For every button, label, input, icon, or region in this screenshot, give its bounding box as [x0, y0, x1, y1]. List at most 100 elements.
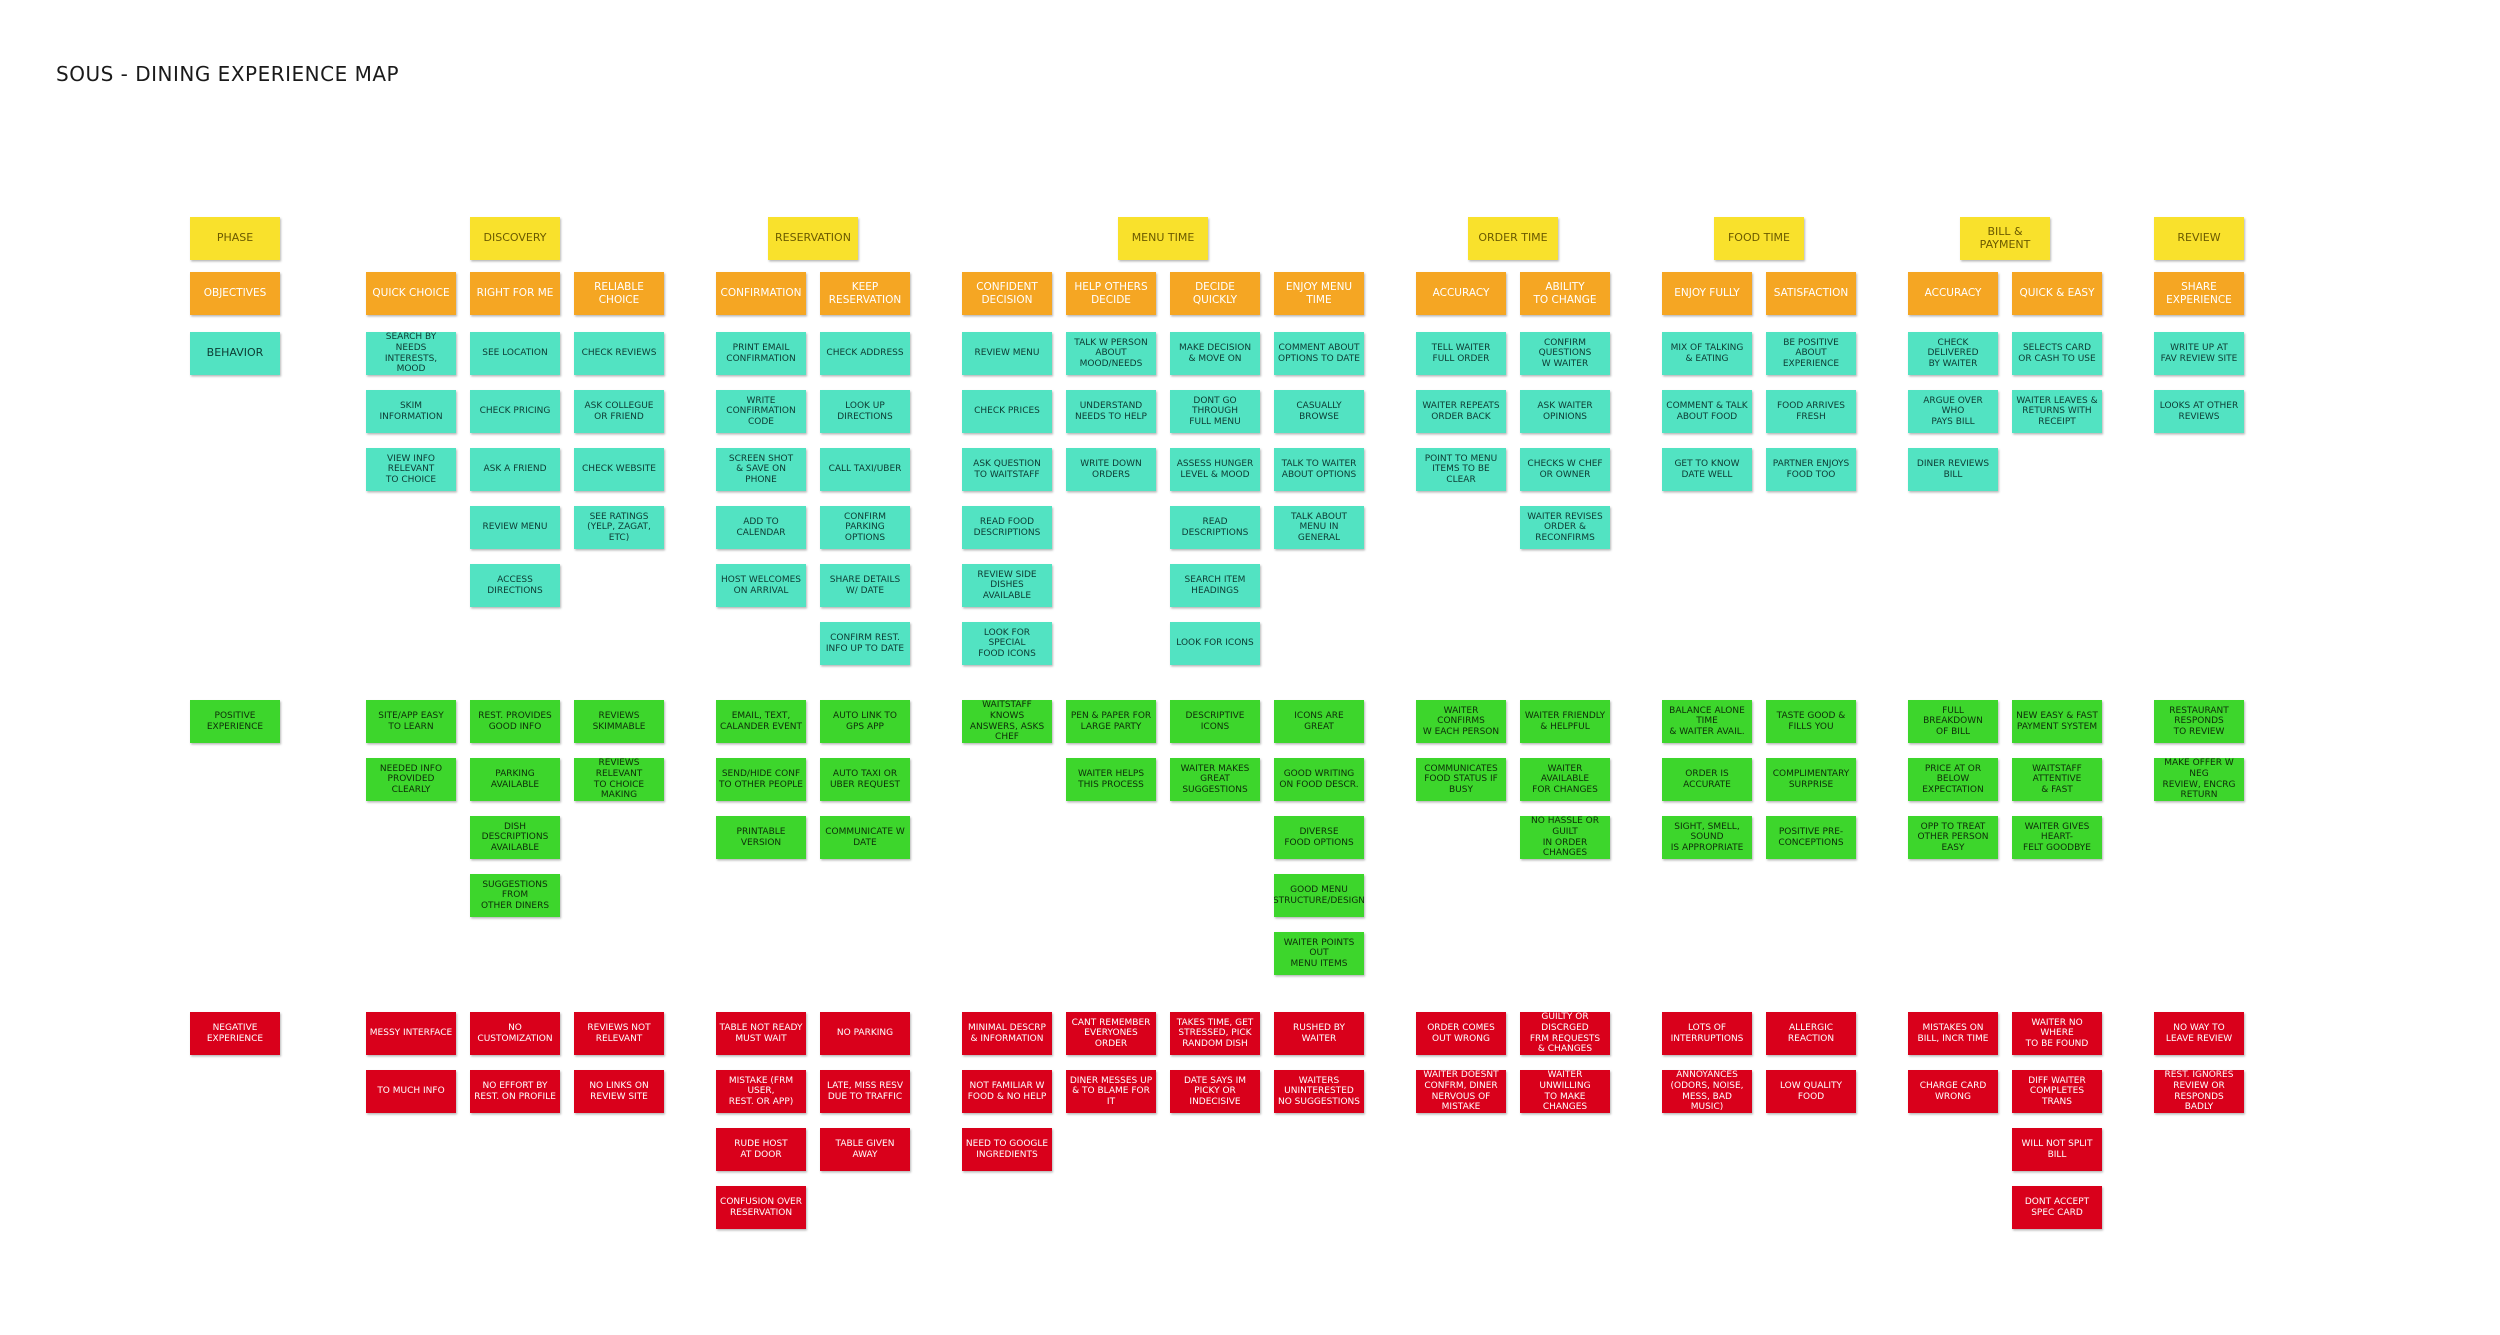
behavior-note[interactable]: ASK COLLEGUE OR FRIEND [574, 390, 664, 433]
behavior-note[interactable]: WAITER REVISES ORDER & RECONFIRMS [1520, 506, 1610, 549]
positive-experience-note[interactable]: WAITER HELPS THIS PROCESS [1066, 758, 1156, 801]
behavior-note[interactable]: MAKE DECISION & MOVE ON [1170, 332, 1260, 375]
negative-experience-note[interactable]: TABLE NOT READY MUST WAIT [716, 1012, 806, 1055]
objective-note[interactable]: ENJOY FULLY [1662, 272, 1752, 315]
positive-experience-note[interactable]: REST. PROVIDES GOOD INFO [470, 700, 560, 743]
row-label-behavior[interactable]: BEHAVIOR [190, 332, 280, 375]
negative-experience-note[interactable]: DINER MESSES UP & TO BLAME FOR IT [1066, 1070, 1156, 1113]
behavior-note[interactable]: WRITE UP AT FAV REVIEW SITE [2154, 332, 2244, 375]
negative-experience-note[interactable]: LOW QUALITY FOOD [1766, 1070, 1856, 1113]
phase-note[interactable]: FOOD TIME [1714, 217, 1804, 260]
negative-experience-note[interactable]: NO EFFORT BY REST. ON PROFILE [470, 1070, 560, 1113]
negative-experience-note[interactable]: MISTAKE (FRM USER, REST. OR APP) [716, 1070, 806, 1113]
behavior-note[interactable]: ACCESS DIRECTIONS [470, 564, 560, 607]
negative-experience-note[interactable]: TABLE GIVEN AWAY [820, 1128, 910, 1171]
behavior-note[interactable]: SEE LOCATION [470, 332, 560, 375]
negative-experience-note[interactable]: DIFF WAITER COMPLETES TRANS [2012, 1070, 2102, 1113]
behavior-note[interactable]: SHARE DETAILS W/ DATE [820, 564, 910, 607]
row-label-negative-experience[interactable]: NEGATIVE EXPERIENCE [190, 1012, 280, 1055]
objective-note[interactable]: DECIDE QUICKLY [1170, 272, 1260, 315]
negative-experience-note[interactable]: TAKES TIME, GET STRESSED, PICK RANDOM DI… [1170, 1012, 1260, 1055]
positive-experience-note[interactable]: COMMUNICATE W DATE [820, 816, 910, 859]
behavior-note[interactable]: POINT TO MENU ITEMS TO BE CLEAR [1416, 448, 1506, 491]
positive-experience-note[interactable]: WAITSTAFF ATTENTIVE & FAST [2012, 758, 2102, 801]
positive-experience-note[interactable]: SEND/HIDE CONF TO OTHER PEOPLE [716, 758, 806, 801]
behavior-note[interactable]: WAITER REPEATS ORDER BACK [1416, 390, 1506, 433]
behavior-note[interactable]: VIEW INFO RELEVANT TO CHOICE [366, 448, 456, 491]
positive-experience-note[interactable]: PRINTABLE VERSION [716, 816, 806, 859]
behavior-note[interactable]: SCREEN SHOT & SAVE ON PHONE [716, 448, 806, 491]
objective-note[interactable]: QUICK CHOICE [366, 272, 456, 315]
behavior-note[interactable]: WRITE CONFIRMATION CODE [716, 390, 806, 433]
negative-experience-note[interactable]: ANNOYANCES (ODORS, NOISE, MESS, BAD MUSI… [1662, 1070, 1752, 1113]
row-label-phase[interactable]: PHASE [190, 217, 280, 260]
negative-experience-note[interactable]: ALLERGIC REACTION [1766, 1012, 1856, 1055]
phase-note[interactable]: REVIEW [2154, 217, 2244, 260]
behavior-note[interactable]: LOOK UP DIRECTIONS [820, 390, 910, 433]
positive-experience-note[interactable]: REVIEWS RELEVANT TO CHOICE MAKING [574, 758, 664, 801]
positive-experience-note[interactable]: ORDER IS ACCURATE [1662, 758, 1752, 801]
negative-experience-note[interactable]: GUILTY OR DISCRGED FRM REQUESTS & CHANGE… [1520, 1012, 1610, 1055]
negative-experience-note[interactable]: LATE, MISS RESV DUE TO TRAFFIC [820, 1070, 910, 1113]
negative-experience-note[interactable]: NO PARKING [820, 1012, 910, 1055]
positive-experience-note[interactable]: COMPLIMENTARY SURPRISE [1766, 758, 1856, 801]
behavior-note[interactable]: CHECK PRICES [962, 390, 1052, 433]
behavior-note[interactable]: CONFIRM PARKING OPTIONS [820, 506, 910, 549]
positive-experience-note[interactable]: TASTE GOOD & FILLS YOU [1766, 700, 1856, 743]
behavior-note[interactable]: CHECK DELIVERED BY WAITER [1908, 332, 1998, 375]
behavior-note[interactable]: PRINT EMAIL CONFIRMATION [716, 332, 806, 375]
objective-note[interactable]: HELP OTHERS DECIDE [1066, 272, 1156, 315]
positive-experience-note[interactable]: POSITIVE PRE- CONCEPTIONS [1766, 816, 1856, 859]
behavior-note[interactable]: DONT GO THROUGH FULL MENU [1170, 390, 1260, 433]
behavior-note[interactable]: BE POSITIVE ABOUT EXPERIENCE [1766, 332, 1856, 375]
negative-experience-note[interactable]: CONFUSION OVER RESERVATION [716, 1186, 806, 1229]
behavior-note[interactable]: READ DESCRIPTIONS [1170, 506, 1260, 549]
behavior-note[interactable]: TELL WAITER FULL ORDER [1416, 332, 1506, 375]
objective-note[interactable]: ENJOY MENU TIME [1274, 272, 1364, 315]
behavior-note[interactable]: PARTNER ENJOYS FOOD TOO [1766, 448, 1856, 491]
positive-experience-note[interactable]: EMAIL, TEXT, CALANDER EVENT [716, 700, 806, 743]
positive-experience-note[interactable]: PEN & PAPER FOR LARGE PARTY [1066, 700, 1156, 743]
behavior-note[interactable]: CONFIRM REST. INFO UP TO DATE [820, 622, 910, 665]
behavior-note[interactable]: ADD TO CALENDAR [716, 506, 806, 549]
behavior-note[interactable]: LOOKS AT OTHER REVIEWS [2154, 390, 2244, 433]
positive-experience-note[interactable]: NEEDED INFO PROVIDED CLEARLY [366, 758, 456, 801]
negative-experience-note[interactable]: MINIMAL DESCRP & INFORMATION [962, 1012, 1052, 1055]
phase-note[interactable]: BILL & PAYMENT [1960, 217, 2050, 260]
behavior-note[interactable]: COMMENT ABOUT OPTIONS TO DATE [1274, 332, 1364, 375]
negative-experience-note[interactable]: MISTAKES ON BILL, INCR TIME [1908, 1012, 1998, 1055]
behavior-note[interactable]: READ FOOD DESCRIPTIONS [962, 506, 1052, 549]
positive-experience-note[interactable]: WAITER CONFIRMS W EACH PERSON [1416, 700, 1506, 743]
phase-note[interactable]: ORDER TIME [1468, 217, 1558, 260]
positive-experience-note[interactable]: ICONS ARE GREAT [1274, 700, 1364, 743]
objective-note[interactable]: KEEP RESERVATION [820, 272, 910, 315]
negative-experience-note[interactable]: NO WAY TO LEAVE REVIEW [2154, 1012, 2244, 1055]
negative-experience-note[interactable]: REST. IGNORES REVIEW OR RESPONDS BADLY [2154, 1070, 2244, 1113]
negative-experience-note[interactable]: TO MUCH INFO [366, 1070, 456, 1113]
behavior-note[interactable]: UNDERSTAND NEEDS TO HELP [1066, 390, 1156, 433]
positive-experience-note[interactable]: REVIEWS SKIMMABLE [574, 700, 664, 743]
behavior-note[interactable]: WRITE DOWN ORDERS [1066, 448, 1156, 491]
objective-note[interactable]: QUICK & EASY [2012, 272, 2102, 315]
positive-experience-note[interactable]: RESTAURANT RESPONDS TO REVIEW [2154, 700, 2244, 743]
positive-experience-note[interactable]: SIGHT, SMELL, SOUND IS APPROPRIATE [1662, 816, 1752, 859]
behavior-note[interactable]: ASSESS HUNGER LEVEL & MOOD [1170, 448, 1260, 491]
behavior-note[interactable]: SEARCH ITEM HEADINGS [1170, 564, 1260, 607]
behavior-note[interactable]: TALK ABOUT MENU IN GENERAL [1274, 506, 1364, 549]
positive-experience-note[interactable]: COMMUNICATES FOOD STATUS IF BUSY [1416, 758, 1506, 801]
negative-experience-note[interactable]: NEED TO GOOGLE INGREDIENTS [962, 1128, 1052, 1171]
objective-note[interactable]: ACCURACY [1908, 272, 1998, 315]
behavior-note[interactable]: TALK W PERSON ABOUT MOOD/NEEDS [1066, 332, 1156, 375]
negative-experience-note[interactable]: REVIEWS NOT RELEVANT [574, 1012, 664, 1055]
behavior-note[interactable]: CHECKS W CHEF OR OWNER [1520, 448, 1610, 491]
behavior-note[interactable]: ASK A FRIEND [470, 448, 560, 491]
positive-experience-note[interactable]: AUTO TAXI OR UBER REQUEST [820, 758, 910, 801]
positive-experience-note[interactable]: WAITER AVAILABLE FOR CHANGES [1520, 758, 1610, 801]
positive-experience-note[interactable]: GOOD WRITING ON FOOD DESCR. [1274, 758, 1364, 801]
behavior-note[interactable]: HOST WELCOMES ON ARRIVAL [716, 564, 806, 607]
negative-experience-note[interactable]: NO CUSTOMIZATION [470, 1012, 560, 1055]
negative-experience-note[interactable]: NOT FAMILIAR W FOOD & NO HELP [962, 1070, 1052, 1113]
behavior-note[interactable]: CHECK REVIEWS [574, 332, 664, 375]
negative-experience-note[interactable]: CANT REMEMBER EVERYONES ORDER [1066, 1012, 1156, 1055]
row-label-objectives[interactable]: OBJECTIVES [190, 272, 280, 315]
